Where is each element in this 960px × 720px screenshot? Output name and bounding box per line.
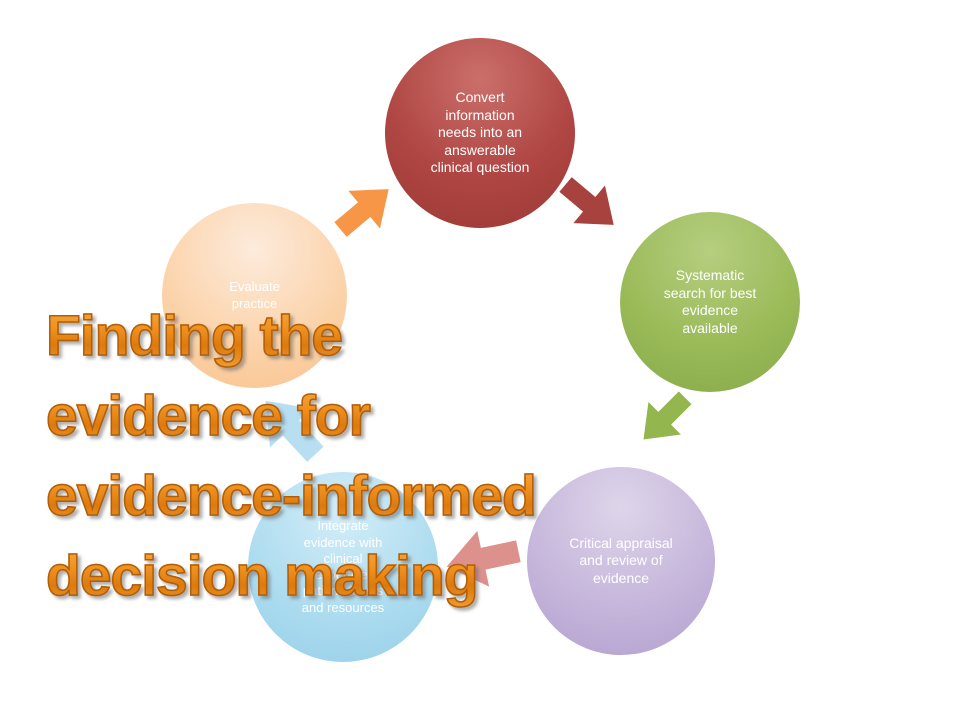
node-search-label: Systematic search for best evidence avai… — [663, 267, 757, 336]
title-line-2: evidence for — [45, 376, 536, 456]
arrow-down-left-icon — [624, 379, 703, 458]
title-line-1: Finding the — [45, 296, 536, 376]
node-evaluate-label: Evaluate practice — [229, 279, 280, 310]
node-systematic-search: Systematic search for best evidence avai… — [620, 212, 800, 392]
node-evaluate-practice: Evaluate practice — [162, 203, 347, 388]
arrow-up-left-icon — [240, 377, 340, 478]
node-convert-question: Convert information needs into an answer… — [385, 38, 575, 228]
node-appraisal-label: Critical appraisal and review of evidenc… — [569, 534, 673, 586]
title-line-4: decision making — [45, 536, 536, 616]
arrow-up-right-icon — [323, 168, 407, 251]
node-integrate-evidence: Integrate evidence with clinical experti… — [248, 472, 438, 662]
node-critical-appraisal: Critical appraisal and review of evidenc… — [527, 467, 715, 655]
arrow-left-icon — [433, 520, 532, 599]
slide-title: Finding the evidence for evidence-inform… — [45, 296, 537, 616]
arrow-down-right-icon — [548, 164, 632, 247]
node-integrate-label: Integrate evidence with clinical experti… — [302, 518, 384, 616]
title-line-3: evidence-informed — [45, 456, 537, 536]
node-convert-label: Convert information needs into an answer… — [430, 89, 530, 176]
